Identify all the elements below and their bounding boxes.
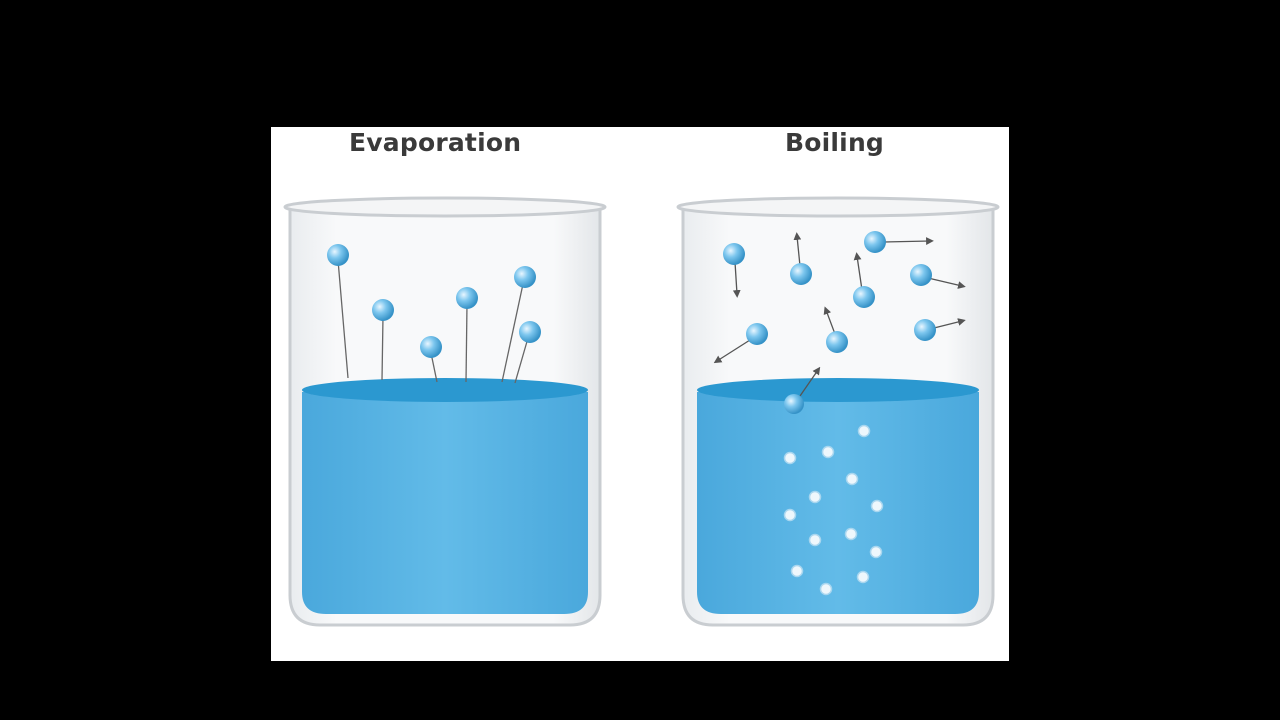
bubbles [783,424,884,596]
molecule [864,231,886,253]
bubble [869,545,883,559]
evaporation-title: Evaporation [349,128,522,157]
bubble [844,527,858,541]
molecule [914,319,936,341]
bubble [819,582,833,596]
bubble [790,564,804,578]
molecule [784,394,804,414]
boiling-beaker [676,196,1000,627]
boiling-water-surface [697,378,979,402]
molecule [519,321,541,343]
evaporation-water [302,392,588,614]
bubble [856,570,870,584]
molecule [910,264,932,286]
evaporation-beaker [283,196,607,627]
molecule [514,266,536,288]
bubble [857,424,871,438]
boiling-title: Boiling [785,128,885,157]
evaporating-molecules [327,244,541,384]
evaporation-water-surface [302,378,588,402]
bubble [845,472,859,486]
molecule [790,263,812,285]
bubble [783,508,797,522]
bubble [821,445,835,459]
bubble [783,451,797,465]
molecule [746,323,768,345]
bubble [808,533,822,547]
molecule [853,286,875,308]
molecule [327,244,349,266]
boiling-water [697,392,979,614]
molecule [456,287,478,309]
bubble [870,499,884,513]
molecule [420,336,442,358]
molecule [372,299,394,321]
molecule [826,331,848,353]
vapor-molecules [713,231,966,414]
bubble [808,490,822,504]
molecule [723,243,745,265]
